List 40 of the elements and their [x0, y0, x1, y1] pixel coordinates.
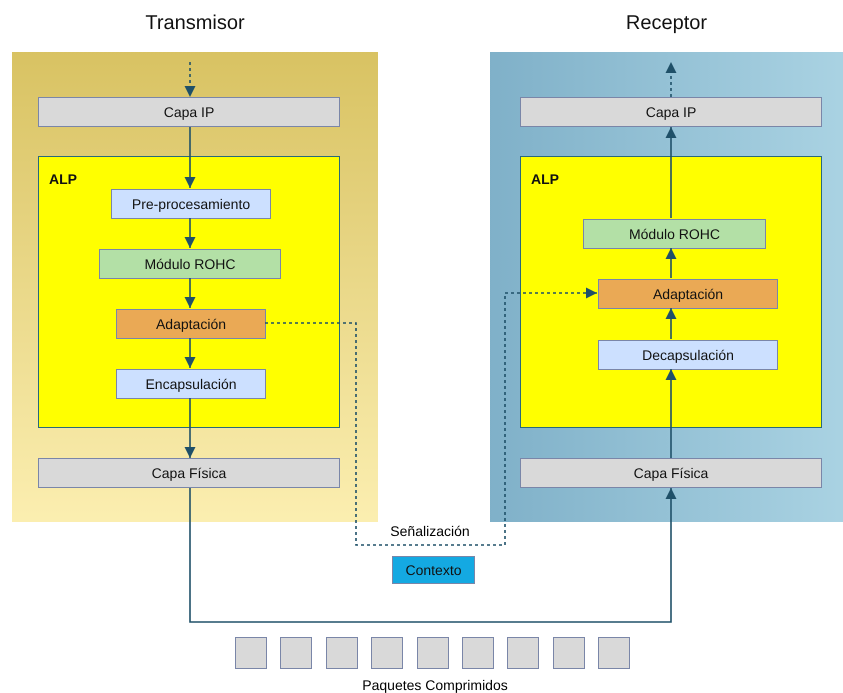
- packet-box: [235, 637, 267, 669]
- process-box: Capa Física: [520, 458, 822, 488]
- dashed-arrow: [265, 287, 597, 546]
- panel-title: ALP: [531, 171, 559, 187]
- process-box: Módulo ROHC: [99, 249, 281, 279]
- packet-box: [326, 637, 358, 669]
- dashed-arrow: [665, 62, 677, 97]
- process-box: Capa Física: [38, 458, 340, 488]
- process-box: Pre-procesamiento: [111, 189, 271, 219]
- packet-box: [552, 637, 585, 669]
- process-box: Capa IP: [38, 97, 340, 127]
- panel-title: ALP: [49, 171, 77, 187]
- layer-panel: [38, 156, 340, 428]
- arrow: [184, 127, 196, 188]
- arrow: [184, 338, 196, 368]
- arrow: [184, 278, 196, 308]
- process-box: Capa IP: [520, 97, 822, 127]
- process-box: Adaptación: [116, 309, 266, 339]
- dashed-arrow: [184, 62, 196, 97]
- arrow: [665, 248, 677, 278]
- arrow: [665, 308, 677, 339]
- arrow: [665, 369, 677, 458]
- layer-panel: [520, 156, 822, 428]
- process-box: Módulo ROHC: [583, 219, 766, 249]
- arrow: [184, 218, 196, 248]
- packet-box: [371, 637, 404, 669]
- arrow: [665, 127, 677, 218]
- packet-box: [598, 637, 630, 669]
- panel-heading: Receptor: [624, 12, 708, 35]
- packet-box: [280, 637, 312, 669]
- process-box: Contexto: [392, 556, 475, 584]
- process-box: Decapsulación: [598, 340, 778, 370]
- process-box: Encapsulación: [116, 369, 266, 399]
- packet-box: [416, 637, 449, 669]
- packet-box: [507, 637, 540, 669]
- panel-heading: Transmisor: [144, 12, 246, 35]
- process-box: Adaptación: [598, 279, 778, 309]
- packet-box: [462, 637, 494, 669]
- arrow: [184, 398, 196, 458]
- arrow: [189, 488, 677, 623]
